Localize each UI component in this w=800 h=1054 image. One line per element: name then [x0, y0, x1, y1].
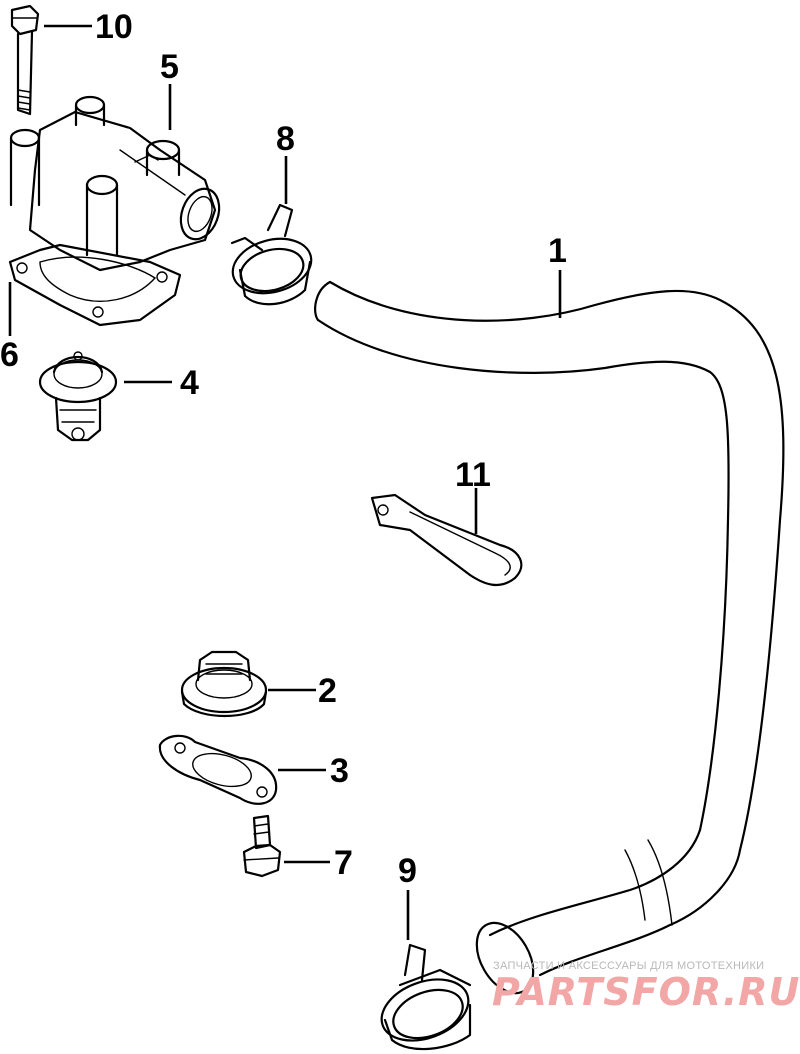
callout-6: 6	[0, 336, 19, 374]
callout-10: 10	[95, 8, 133, 46]
callout-3: 3	[330, 752, 349, 790]
hose-part-1	[314, 280, 785, 995]
gasket-part-3	[158, 734, 278, 805]
clamp-part-8	[230, 203, 313, 306]
watermark-tagline: ЗАПЧАСТИ И АКСЕССУАРЫ ДЛЯ МОТОТЕХНИКИ	[493, 960, 765, 972]
watermark-logo: PARTSFOR.RU	[492, 970, 800, 1014]
callout-4: 4	[180, 364, 199, 402]
callout-2: 2	[318, 672, 337, 710]
housing-part-5	[9, 95, 221, 272]
callout-5: 5	[160, 48, 179, 86]
callout-1: 1	[548, 232, 567, 270]
clamp-part-9	[380, 943, 472, 1051]
callout-labels: 10 5 6 4 8 1 11 2 3 7 9	[0, 8, 567, 890]
gasket-part-6	[8, 243, 182, 327]
bolt-part-10	[10, 4, 40, 116]
thermostat-part-4	[38, 351, 118, 442]
bolt-part-7	[242, 814, 282, 878]
callout-7: 7	[334, 844, 353, 882]
callout-11: 11	[455, 456, 491, 494]
callout-8: 8	[276, 120, 295, 158]
bracket-part-11	[370, 493, 523, 587]
leader-lines	[8, 24, 562, 940]
callout-9: 9	[398, 852, 417, 890]
cap-part-2	[180, 650, 268, 718]
